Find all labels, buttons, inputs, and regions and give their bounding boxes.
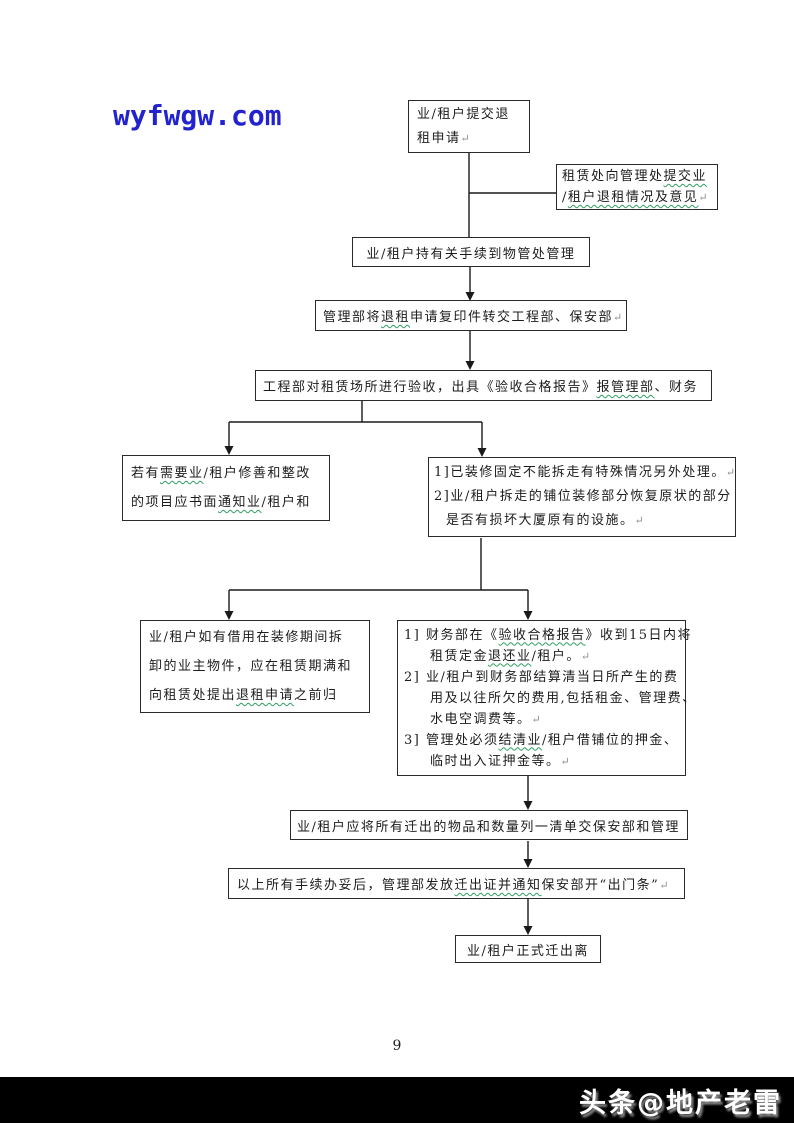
site-watermark: wyfwgw.com [113,99,282,132]
rectification-notice-box: 若有需要业/租户修善和整改的项目应书面通知业/租户和 [122,455,330,521]
copy-to-engineering-security-box: 管理部将退租申请复印件转交工程部、保安部↵ [315,300,627,331]
paragraph-mark: ↵ [580,649,591,663]
exit-pass-issue-box: 以上所有手续办妥后，管理部发放迁出证并通知保安部开“出门条”↵ [228,868,685,899]
flow-box-line: 的项目应书面通知业/租户和 [131,495,311,510]
submit-application-box: 业/租户提交退租申请↵ [408,100,530,153]
footer-bar: 头条@地产老雷 [0,1077,794,1123]
inspection-acceptance-box: 工程部对租赁场所进行验收，出具《验收合格报告》报管理部、财务 [255,370,712,401]
flow-box-line: 管理部将退租申请复印件转交工程部、保安部↵ [323,310,623,325]
flow-box-line: 业/租户持有关手续到物管处管理 [366,246,576,262]
procedures-to-property-office-box: 业/租户持有关手续到物管处管理 [352,237,590,267]
flow-box-line: 用及以往所欠的费用,包括租金、管理费、 [430,690,697,706]
paragraph-mark: ↵ [634,514,644,527]
flow-box-line: 2]业/租户拆走的铺位装修部分恢复原状的部分 [434,489,732,504]
flow-box-line: 以上所有手续办妥后，管理部发放迁出证并通知保安部开“出门条”↵ [237,878,669,893]
flow-box-line: 是否有损坏大厦原有的设施。↵ [446,513,644,528]
flow-box-line: 1]已装修固定不能拆走有特殊情况另外处理。↵ [434,465,736,480]
moveout-items-list-box: 业/租户应将所有迁出的物品和数量列一清单交保安部和管理 [290,810,688,840]
paragraph-mark: ↵ [560,754,570,768]
flow-box-line: 租赁定金退还业/租户。↵ [430,648,591,664]
paragraph-mark: ↵ [531,712,541,726]
flow-box-line: 3] 管理处必须结清业/租户借铺位的押金、 [404,732,679,748]
flow-box-line: 2] 业/租户到财务部结算清当日所产生的费 [404,669,679,685]
flow-box-line: 业/租户应将所有迁出的物品和数量列一清单交保安部和管理 [297,819,680,835]
flow-box-line: 租申请↵ [417,130,470,146]
page-number: 9 [392,1038,402,1054]
flow-box-line: 若有需要业/租户修善和整改 [131,466,311,481]
flow-box-line: /租户退租情况及意见↵ [562,190,708,205]
footer-brand-text: 头条@地产老雷 [579,1087,782,1119]
flow-box-line: 向租赁处提出退租申请之前归 [149,688,338,703]
flow-box-line: 临时出入证押金等。↵ [430,753,570,769]
paragraph-mark: ↵ [725,466,736,479]
paragraph-mark: ↵ [613,311,623,324]
flow-box-line: 工程部对租赁场所进行验收，出具《验收合格报告》报管理部、财务 [263,380,699,395]
paragraph-mark: ↵ [460,131,470,145]
flow-box-line: 业/租户正式迁出离 [467,943,589,959]
flow-box-line: 1] 财务部在《验收合格报告》收到15日内将 [404,627,693,643]
renovation-removal-notes-box: 1]已装修固定不能拆走有特殊情况另外处理。↵ 2]业/租户拆走的铺位装修部分恢复原… [428,457,736,537]
leasing-office-feedback-box: 租赁处向管理处提交业/租户退租情况及意见↵ [556,164,718,210]
flow-box-line: 租赁处向管理处提交业 [562,169,708,184]
return-borrowed-items-box: 业/租户如有借用在装修期间拆卸的业主物件，应在租赁期满和向租赁处提出退租申请之前… [140,620,370,713]
flow-box-line: 业/租户提交退 [417,106,510,122]
official-moveout-box: 业/租户正式迁出离 [455,935,601,963]
paragraph-mark: ↵ [698,191,708,204]
paragraph-mark: ↵ [659,879,669,892]
flow-box-line: 水电空调费等。↵ [430,711,541,727]
flow-box-line: 卸的业主物件，应在租赁期满和 [149,659,353,674]
flow-box-line: 业/租户如有借用在装修期间拆 [149,630,344,645]
financial-settlement-box: 1] 财务部在《验收合格报告》收到15日内将租赁定金退还业/租户。↵ 2] 业/租… [397,620,697,776]
